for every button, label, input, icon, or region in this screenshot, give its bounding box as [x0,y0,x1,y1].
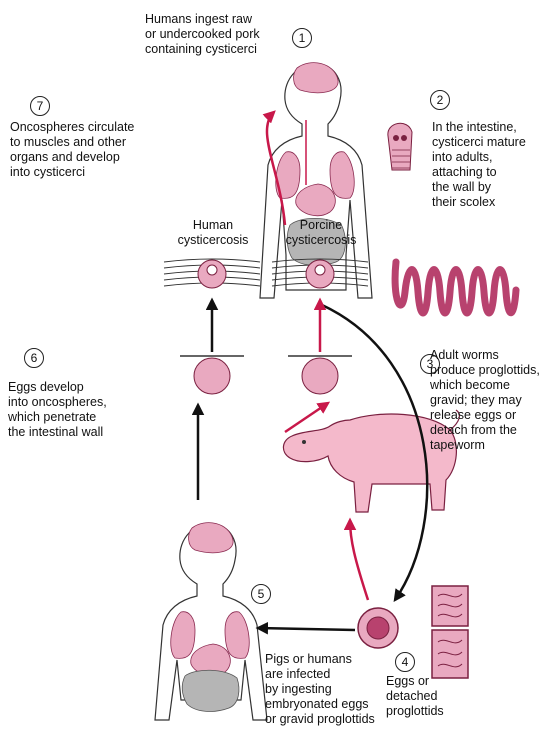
step-5-text: Pigs or humans are infected by ingesting… [265,652,375,727]
human-cysticercosis-label: Human cysticercosis [158,218,268,248]
arrow-eggs-to-pig [350,520,368,600]
step-1-text: Humans ingest raw or undercooked pork co… [145,12,260,57]
proglottids-icon [432,586,468,678]
step-6-text: Eggs develop into oncospheres, which pen… [8,380,107,440]
adult-tapeworm-icon [395,262,516,313]
arrow-eggs-to-human [258,628,355,630]
human-figure-bottom [155,523,267,720]
step-3-text: Adult worms produce proglottids, which b… [430,348,540,453]
oncosphere-porcine [288,356,352,394]
step-4-text: Eggs or detached proglottids [386,674,444,719]
arrow-pig-to-oncosphere [285,403,328,432]
porcine-cysticercosis-label: Porcine cysticercosis [266,218,376,248]
human-muscle-cysticercus [164,259,260,288]
brain-icon [294,63,339,93]
step-number-1: 1 [292,28,312,48]
step-number-6: 6 [24,348,44,368]
oncosphere-human [180,356,244,394]
step-number-2: 2 [430,90,450,110]
egg-icon [358,608,398,648]
step-7-text: Oncospheres circulate to muscles and oth… [10,120,134,180]
scolex-icon [388,123,412,170]
step-number-5: 5 [251,584,271,604]
step-number-7: 7 [30,96,50,116]
step-number-4: 4 [395,652,415,672]
step-2-text: In the intestine, cysticerci mature into… [432,120,526,210]
